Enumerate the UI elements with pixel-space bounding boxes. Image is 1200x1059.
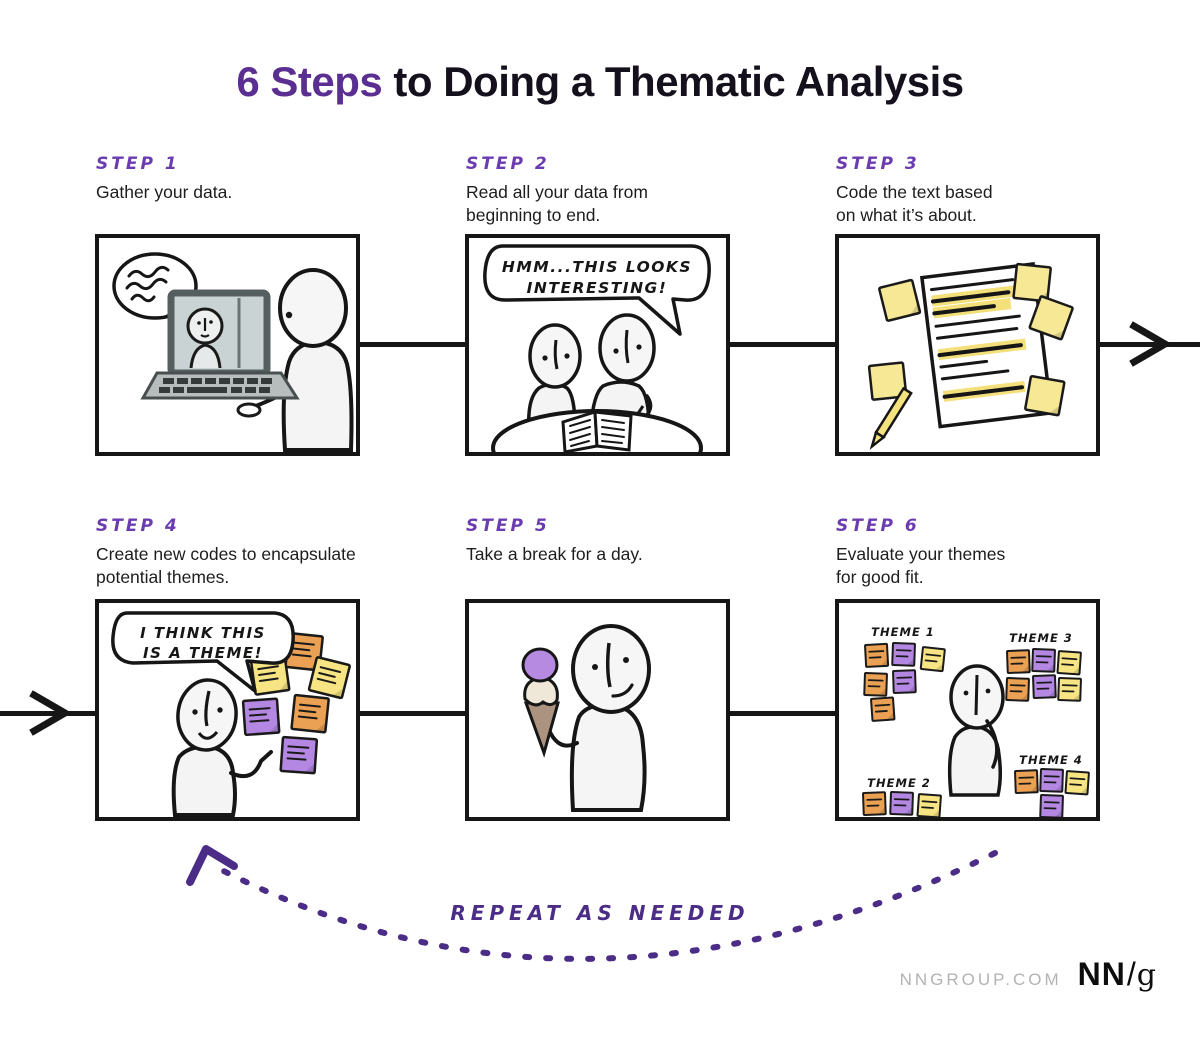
person-figure-left <box>526 323 582 432</box>
keyboard-keys <box>159 378 272 393</box>
flow-line-row1-exit <box>1100 342 1200 347</box>
step-5-panel <box>465 599 730 821</box>
flow-line-2-3 <box>730 342 835 347</box>
theme-4-label: THEME 4 <box>1019 753 1083 767</box>
document <box>919 262 1054 429</box>
person-figure <box>251 268 354 452</box>
step-4-label: STEP 4 <box>96 516 180 536</box>
step-1-label: STEP 1 <box>96 154 180 174</box>
pen <box>869 386 913 450</box>
step-2-panel: HMM...THIS LOOKS INTERESTING! <box>465 234 730 456</box>
flow-line-5-6 <box>730 711 835 716</box>
step-6-illustration: THEME 1 THEME 2 THEME 3 <box>862 625 1090 817</box>
nng-logo-slash: / <box>1126 956 1136 992</box>
bubble-text-line1: HMM...THIS LOOKS <box>502 258 692 276</box>
step-5-description: Take a break for a day. <box>466 544 643 564</box>
step-3-illustration <box>867 262 1075 450</box>
page-title: 6 Steps to Doing a Thematic Analysis <box>0 58 1200 106</box>
nng-logo-nn: NN <box>1077 956 1126 992</box>
table-and-book <box>491 409 703 452</box>
step-1-panel <box>95 234 360 456</box>
flow-line-4-5 <box>360 711 465 716</box>
bubble-text-line2: IS A THEME! <box>143 644 263 662</box>
step-3-panel <box>835 234 1100 456</box>
step-4-panel: I THINK THIS IS A THEME! <box>95 599 360 821</box>
nng-logo: NN/g <box>1078 956 1156 993</box>
step-2-caption: STEP 2 Read all your data from beginning… <box>466 154 766 228</box>
theme-group-2: THEME 2 <box>862 776 942 817</box>
step-4-description: Create new codes to encapsulate potentia… <box>96 544 356 588</box>
step-4-illustration: I THINK THIS IS A THEME! <box>111 611 352 817</box>
speech-bubble: HMM...THIS LOOKS INTERESTING! <box>483 244 711 336</box>
step-2-description: Read all your data from beginning to end… <box>466 182 648 226</box>
person-figure <box>171 678 273 817</box>
laptop <box>140 289 300 418</box>
footer-site-url: NNGROUP.COM <box>899 970 1062 989</box>
theme-group-1: THEME 1 <box>863 625 946 722</box>
theme-2-label: THEME 2 <box>867 776 931 790</box>
flow-line-1-2 <box>360 342 465 347</box>
step-3-label: STEP 3 <box>836 154 920 174</box>
step-6-description: Evaluate your themes for good fit. <box>836 544 1006 588</box>
bubble-text-line2: INTERESTING! <box>527 279 668 297</box>
repeat-label: REPEAT AS NEEDED <box>450 901 750 925</box>
theme-group-3: THEME 3 <box>1005 631 1082 702</box>
title-rest: to Doing a Thematic Analysis <box>382 58 964 105</box>
step-1-illustration <box>112 252 354 452</box>
step-4-caption: STEP 4 Create new codes to encapsulate p… <box>96 516 396 590</box>
bubble-text-line1: I THINK THIS <box>140 624 266 642</box>
repeat-loop-arrowhead-icon <box>186 845 238 886</box>
step-2-illustration: HMM...THIS LOOKS INTERESTING! <box>483 244 711 452</box>
theme-1-label: THEME 1 <box>871 625 935 639</box>
person-figure <box>545 624 651 812</box>
step-6-panel: THEME 1 THEME 2 THEME 3 <box>835 599 1100 821</box>
flow-line-row2-entry <box>0 711 95 716</box>
step-5-illustration <box>521 624 651 812</box>
ice-cream-cone <box>521 647 560 758</box>
step-5-label: STEP 5 <box>466 516 550 536</box>
step-6-label: STEP 6 <box>836 516 920 536</box>
step-5-caption: STEP 5 Take a break for a day. <box>466 516 766 566</box>
title-accent: 6 Steps <box>236 58 383 105</box>
footer-branding: NNGROUP.COM NN/g <box>900 956 1156 993</box>
step-3-description: Code the text based on what it’s about. <box>836 182 993 226</box>
mouse <box>236 402 262 418</box>
flow-arrow-right-icon <box>1129 321 1172 367</box>
person-figure <box>947 664 1005 797</box>
step-6-caption: STEP 6 Evaluate your themes for good fit… <box>836 516 1136 590</box>
step-2-label: STEP 2 <box>466 154 550 174</box>
step-3-caption: STEP 3 Code the text based on what it’s … <box>836 154 1136 228</box>
nng-logo-g: g <box>1136 958 1156 993</box>
flow-arrow-entry-icon <box>29 690 72 736</box>
step-1-description: Gather your data. <box>96 182 233 202</box>
theme-group-4: THEME 4 <box>1014 753 1090 817</box>
speech-bubble: I THINK THIS IS A THEME! <box>111 611 295 693</box>
theme-3-label: THEME 3 <box>1009 631 1073 645</box>
step-1-caption: STEP 1 Gather your data. <box>96 154 396 204</box>
